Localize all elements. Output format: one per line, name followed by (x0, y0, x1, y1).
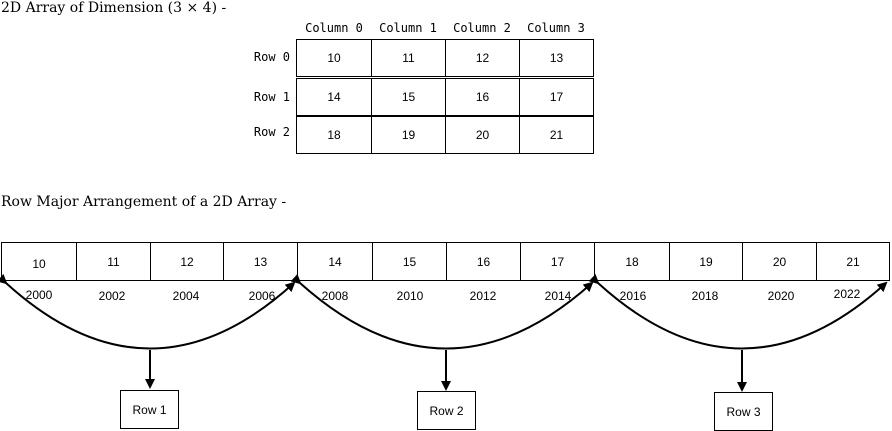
address-label: 2002 (98, 289, 126, 303)
matrix-cell: 16 (445, 78, 520, 116)
matrix-cell: 13 (519, 39, 594, 77)
row-header-1: Row 1 (253, 90, 290, 104)
column-header-2: Column 2 (453, 21, 511, 35)
matrix-title: 2D Array of Dimension (3 × 4) - (1, 0, 227, 16)
group-arc-3 (588, 273, 888, 350)
address-label: 2012 (469, 289, 497, 303)
group-arc-2 (290, 273, 594, 350)
matrix-cell: 10 (296, 39, 372, 77)
address-label: 2008 (321, 289, 349, 303)
row-header-0: Row 0 (253, 50, 290, 64)
matrix-cell: 19 (371, 116, 446, 154)
group-box-row-1: Row 1 (120, 390, 179, 429)
linear-title: Row Major Arrangement of a 2D Array - (1, 194, 287, 210)
column-header-1: Column 1 (379, 21, 437, 35)
address-label: 2018 (691, 289, 719, 303)
address-label: 2020 (767, 289, 795, 303)
group-box-row-3: Row 3 (714, 392, 773, 431)
group-arc-1 (0, 273, 296, 350)
matrix-cell: 17 (519, 78, 594, 116)
column-header-0: Column 0 (305, 21, 363, 35)
matrix-cell: 21 (519, 116, 594, 154)
column-header-3: Column 3 (527, 21, 585, 35)
address-label: 2006 (248, 289, 276, 303)
address-label: 2010 (396, 289, 424, 303)
address-label: 2014 (544, 289, 572, 303)
row-header-2: Row 2 (253, 125, 290, 139)
address-label: 2004 (172, 289, 200, 303)
group-box-row-2: Row 2 (417, 391, 476, 430)
address-label: 2016 (619, 289, 647, 303)
